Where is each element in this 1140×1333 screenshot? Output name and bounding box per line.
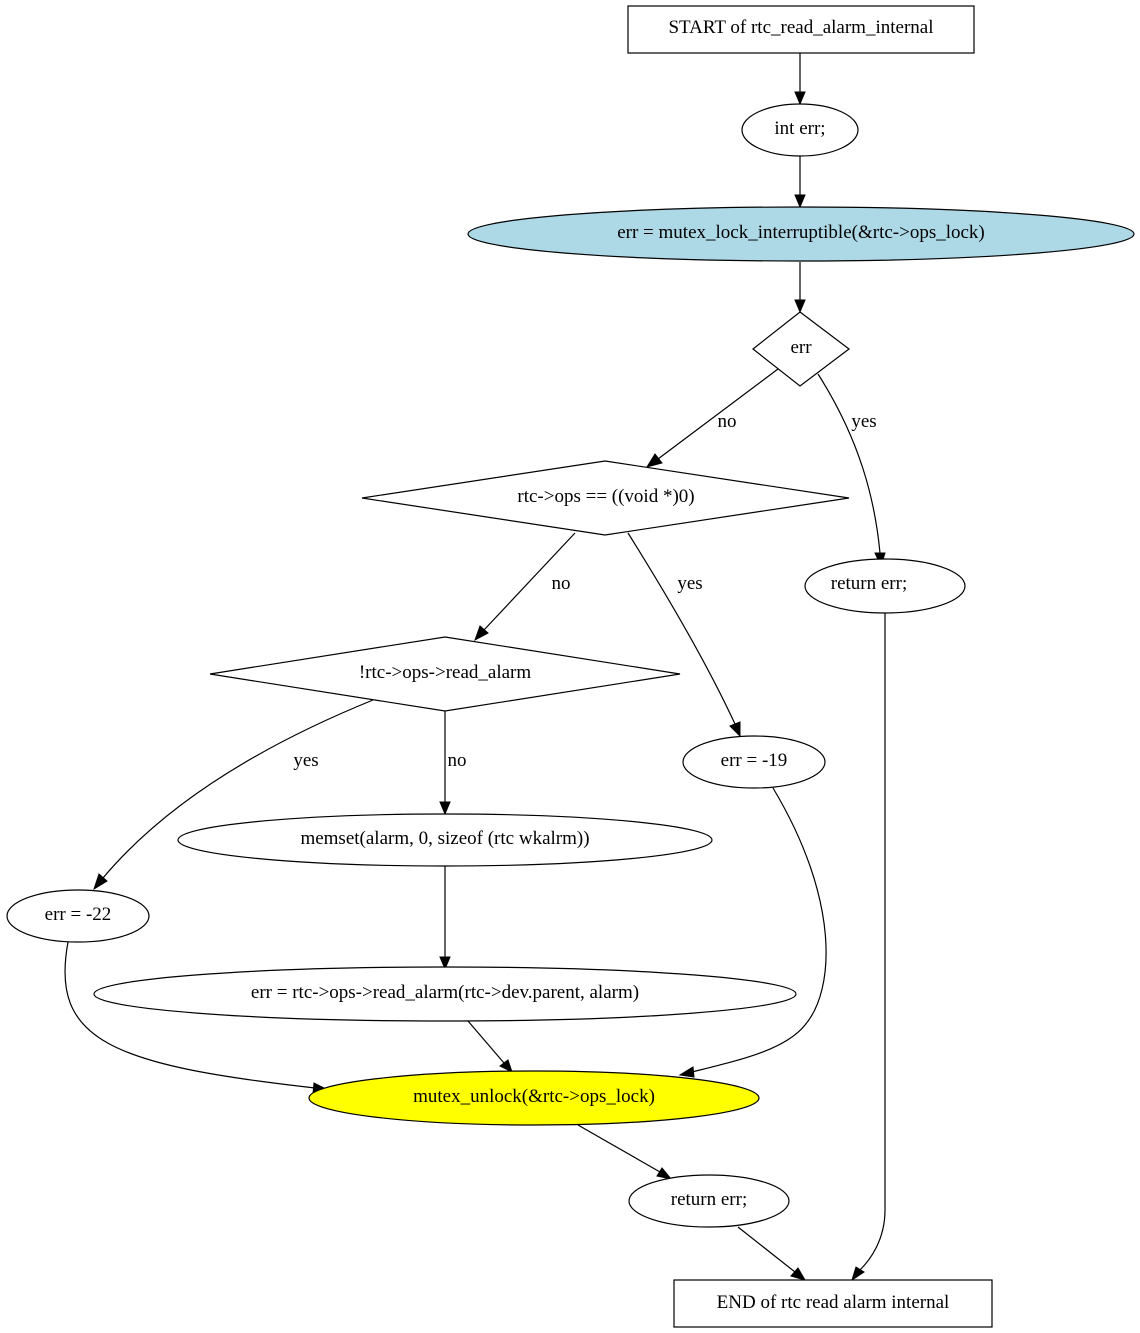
node-cond-ops-shape xyxy=(361,460,850,536)
node-cond-ops: rtc->ops == ((void *)0) xyxy=(361,460,850,536)
edge-label-ops-no: no xyxy=(552,573,571,594)
arrowhead xyxy=(439,801,451,816)
node-ret1-label: return err; xyxy=(831,573,907,594)
edge-einval-unlock xyxy=(64,941,316,1089)
edge-enodev-unlock xyxy=(691,787,827,1073)
edge-unlock-ret2 xyxy=(577,1124,661,1173)
node-unlock-label: mutex_unlock(&rtc->ops_lock) xyxy=(413,1086,655,1107)
edge-label-err-no: no xyxy=(718,411,737,432)
node-lock: err = mutex_lock_interruptible(&rtc->ops… xyxy=(467,206,1135,262)
arrowhead xyxy=(794,299,806,314)
node-end: END of rtc read alarm internal xyxy=(673,1279,993,1328)
node-read: err = rtc->ops->read_alarm(rtc->dev.pare… xyxy=(93,966,797,1022)
edge-label-err-yes: yes xyxy=(851,411,876,432)
node-ret1: return err; xyxy=(804,558,966,614)
node-cond-read-shape xyxy=(209,636,681,712)
node-enodev: err = -19 xyxy=(682,735,826,789)
node-end-box xyxy=(673,1279,993,1328)
node-start-label: START of rtc_read_alarm_internal xyxy=(668,17,933,38)
arrowhead xyxy=(678,1066,695,1078)
node-enodev-label: err = -19 xyxy=(721,750,788,771)
node-start-box xyxy=(627,5,975,54)
arrowhead xyxy=(729,721,741,738)
node-lock-label: err = mutex_lock_interruptible(&rtc->ops… xyxy=(617,222,985,243)
node-decl-label: int err; xyxy=(774,118,825,139)
edge-cond-read-yes xyxy=(102,699,374,879)
arrowhead xyxy=(499,1059,513,1073)
node-cond-err-shape xyxy=(752,311,850,387)
arrowhead xyxy=(851,1266,865,1282)
node-einval-label: err = -22 xyxy=(45,904,112,925)
edge-cond-ops-no xyxy=(483,532,576,631)
node-memset-shape xyxy=(177,813,713,867)
edges xyxy=(64,53,886,1282)
arrowhead xyxy=(794,194,806,209)
edge-labels: no yes no yes yes no xyxy=(293,411,876,771)
arrowhead xyxy=(645,453,663,468)
edge-cond-ops-yes xyxy=(627,532,736,725)
edge-cond-err-yes xyxy=(817,373,881,554)
edge-label-read-yes: yes xyxy=(293,750,318,771)
node-end-label: END of rtc read alarm internal xyxy=(717,1292,950,1313)
arrowhead xyxy=(93,873,108,891)
node-unlock-shape xyxy=(308,1070,760,1126)
edge-label-ops-yes: yes xyxy=(677,573,702,594)
node-memset: memset(alarm, 0, sizeof (rtc wkalrm)) xyxy=(177,813,713,867)
node-einval: err = -22 xyxy=(6,889,150,943)
node-lock-shape xyxy=(467,206,1135,262)
arrowhead xyxy=(794,91,806,106)
node-einval-shape xyxy=(6,889,150,943)
node-unlock: mutex_unlock(&rtc->ops_lock) xyxy=(308,1070,760,1126)
edge-ret1-end xyxy=(859,612,886,1271)
arrowhead xyxy=(656,1167,673,1180)
edge-cond-err-no xyxy=(657,368,779,460)
edge-read-unlock xyxy=(467,1020,505,1064)
node-start: START of rtc_read_alarm_internal xyxy=(627,5,975,54)
node-cond-read: !rtc->ops->read_alarm xyxy=(209,636,681,712)
arrowhead xyxy=(439,956,451,971)
node-cond-err: err xyxy=(752,311,850,387)
arrowhead xyxy=(790,1267,807,1281)
node-read-label: err = rtc->ops->read_alarm(rtc->dev.pare… xyxy=(251,982,639,1003)
node-ret2: return err; xyxy=(628,1174,790,1228)
node-cond-read-label: !rtc->ops->read_alarm xyxy=(359,662,532,683)
edge-label-read-no: no xyxy=(448,750,467,771)
node-decl-shape xyxy=(741,103,859,157)
node-memset-label: memset(alarm, 0, sizeof (rtc wkalrm)) xyxy=(300,828,589,849)
arrowhead xyxy=(474,625,489,642)
node-cond-ops-label: rtc->ops == ((void *)0) xyxy=(517,486,694,507)
node-enodev-shape xyxy=(682,735,826,789)
node-cond-err-label: err xyxy=(790,337,812,358)
node-decl: int err; xyxy=(741,103,859,157)
node-ret2-shape xyxy=(628,1174,790,1228)
edge-ret2-end xyxy=(737,1226,796,1273)
node-ret1-shape xyxy=(804,558,966,614)
node-read-shape xyxy=(93,966,797,1022)
node-ret2-label: return err; xyxy=(671,1189,747,1210)
